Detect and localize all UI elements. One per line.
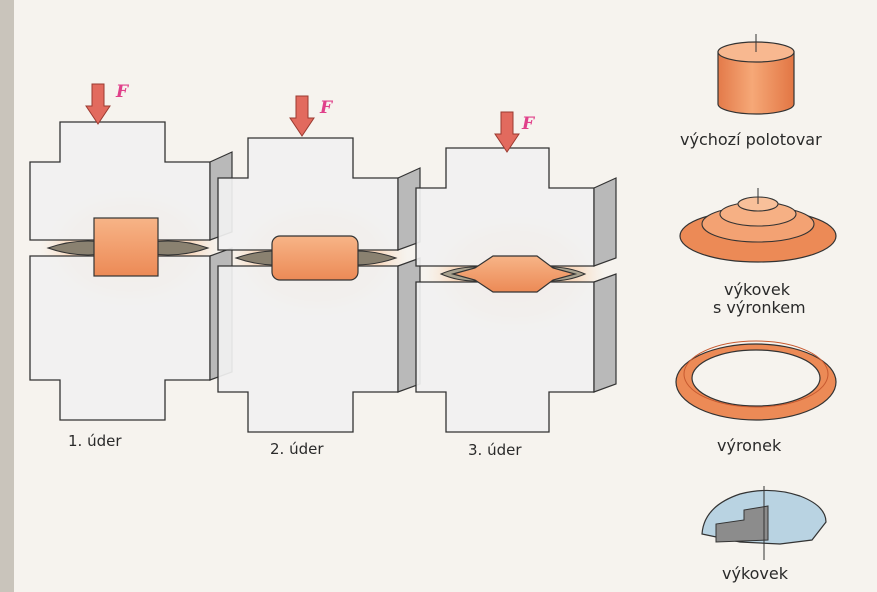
step-label-3: 3. úder bbox=[468, 441, 522, 459]
upper-die bbox=[416, 148, 594, 266]
workpiece bbox=[272, 236, 358, 280]
step-label-1: 1. úder bbox=[68, 432, 122, 450]
die-set-3 bbox=[416, 112, 616, 432]
flash-ring-icon bbox=[676, 341, 836, 420]
force-label-2: F bbox=[320, 98, 332, 118]
die-set-2 bbox=[218, 96, 420, 432]
product-label-flash: výronek bbox=[717, 436, 781, 455]
product-label-forging: výkovek bbox=[722, 564, 788, 583]
force-arrow bbox=[290, 96, 314, 136]
force-arrow bbox=[495, 112, 519, 152]
page-edge bbox=[0, 0, 14, 592]
product-label-forging-flash-1: výkovek bbox=[724, 280, 790, 299]
force-label-3: F bbox=[522, 114, 534, 134]
forging-with-flash-icon bbox=[680, 188, 836, 262]
upper-die bbox=[218, 138, 398, 250]
lower-die bbox=[218, 266, 398, 432]
ring-hole bbox=[692, 350, 820, 406]
die-set-1 bbox=[30, 84, 232, 420]
lower-die bbox=[30, 256, 210, 420]
product-label-forging-flash-2: s výronkem bbox=[713, 298, 806, 317]
cylinder-billet-icon bbox=[718, 34, 794, 114]
lower-die bbox=[416, 282, 594, 432]
lower-die-side bbox=[594, 274, 616, 392]
forging-cutaway-icon bbox=[702, 486, 826, 560]
step-label-2: 2. úder bbox=[270, 440, 324, 458]
upper-die-side bbox=[594, 178, 616, 266]
force-label-1: F bbox=[116, 82, 128, 102]
product-label-billet: výchozí polotovar bbox=[680, 130, 822, 149]
force-arrow bbox=[86, 84, 110, 124]
workpiece bbox=[94, 218, 158, 276]
